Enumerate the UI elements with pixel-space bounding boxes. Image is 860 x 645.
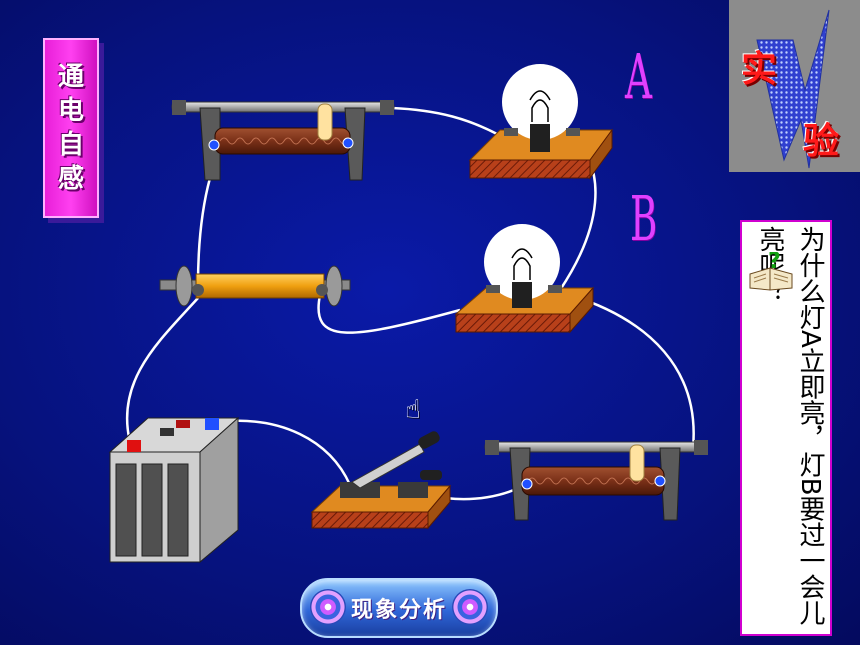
svg-text:?: ?: [768, 252, 781, 274]
pointing-hand-icon: ☝: [405, 395, 421, 425]
question-text: 为什么灯A立即亮，灯B要过一会儿亮呢？: [755, 226, 825, 626]
swirl-icon: [310, 589, 346, 625]
rheostat-bottom: [484, 440, 708, 521]
section-title: 通 电 自 感: [43, 38, 99, 218]
experiment-badge: 实 验: [729, 0, 860, 172]
bulb-a-label: A: [625, 40, 652, 113]
rheostat-top: [171, 100, 395, 181]
question-box: 为什么灯A立即亮，灯B要过一会儿亮呢？ ?: [740, 220, 832, 636]
title-char: 感: [57, 164, 84, 194]
badge-char-1: 实: [741, 48, 778, 90]
title-char: 通: [57, 62, 84, 92]
title-char: 电: [57, 96, 84, 126]
inductor-coil: [159, 265, 351, 307]
title-char: 自: [57, 130, 84, 160]
bulb-b-label: B: [630, 182, 658, 255]
analysis-button[interactable]: 现象分析: [300, 578, 498, 638]
bulb-b: [454, 224, 595, 334]
badge-char-2: 验: [803, 120, 840, 162]
bulb-a: [468, 64, 613, 180]
badge-graphic: [756, 9, 830, 169]
swirl-icon: [452, 589, 488, 625]
battery: [108, 416, 240, 564]
knife-switch: [310, 431, 452, 530]
question-book-icon: ?: [749, 252, 793, 291]
analysis-button-label: 现象分析: [350, 598, 447, 623]
